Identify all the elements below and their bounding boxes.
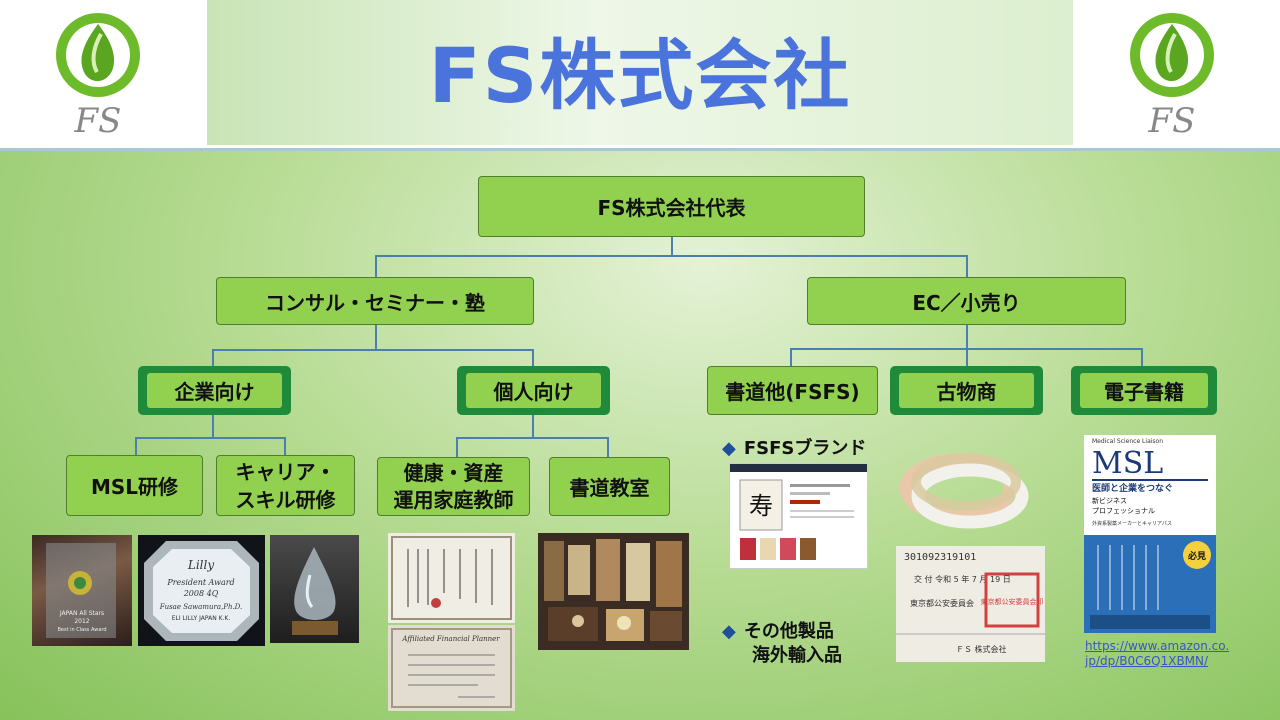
amazon-link-line2[interactable]: jp/dp/B0C6Q1XBMN/: [1085, 654, 1209, 668]
connector-line: [375, 255, 377, 277]
connector-line: [375, 325, 377, 350]
logo-text: FS: [74, 101, 122, 140]
svg-text:医師と企業をつなぐ: 医師と企業をつなぐ: [1092, 482, 1173, 494]
root-node: FS株式会社代表: [478, 176, 865, 237]
svg-text:301092319101: 301092319101: [904, 552, 976, 563]
connector-line: [212, 349, 534, 351]
ebooks-label: 電子書籍: [1080, 373, 1208, 408]
health-line1: 健康・資産: [403, 460, 504, 485]
connector-line: [212, 414, 214, 438]
corporate-label: 企業向け: [147, 373, 282, 408]
connector-line: [375, 255, 968, 257]
svg-text:Affiliated Financial Planner: Affiliated Financial Planner: [401, 635, 500, 643]
fs-logo-left: FS: [43, 10, 153, 141]
svg-text:ELI LILLY JAPAN K.K.: ELI LILLY JAPAN K.K.: [172, 615, 231, 622]
svg-text:ＦＳ 株式会社: ＦＳ 株式会社: [956, 644, 1007, 654]
company-title: FS株式会社: [428, 31, 852, 120]
connector-line: [790, 348, 792, 366]
header-divider: [0, 148, 1280, 151]
svg-text:2008 4Q: 2008 4Q: [183, 589, 219, 598]
amazon-link-line1[interactable]: https://www.amazon.co.: [1085, 639, 1230, 653]
ec-retail-node: EC／小売り: [807, 277, 1126, 325]
svg-text:Medical Science Liaison: Medical Science Liaison: [1092, 438, 1163, 445]
connector-line: [1141, 348, 1143, 366]
header: FS FS株式会社 FS: [0, 0, 1280, 148]
connector-line: [284, 437, 286, 455]
ebooks-node: 電子書籍: [1071, 366, 1217, 415]
connector-line: [966, 348, 968, 366]
svg-text:東京都公安委員会印: 東京都公安委員会印: [981, 597, 1044, 606]
connector-line: [532, 349, 534, 366]
svg-text:必見: 必見: [1187, 550, 1206, 562]
award-photo-crystal: [270, 535, 359, 643]
award-photo-allstars: JAPAN All Stars 2012 Best in Class Award: [32, 535, 132, 646]
svg-text:プロフェッショナル: プロフェッショナル: [1092, 507, 1155, 515]
award-photo-president: Lilly President Award 2008 4Q Fusae Sawa…: [138, 535, 265, 646]
svg-text:寿: 寿: [749, 492, 773, 520]
antique-dealer-license: 301092319101 交 付 令和 5 年 7 月 19 日 東京都公安委員…: [896, 546, 1045, 662]
connector-line: [532, 414, 534, 438]
svg-text:2012: 2012: [74, 618, 89, 625]
other-products-text: その他製品: [743, 621, 834, 642]
connector-line: [456, 437, 458, 457]
corporate-node: 企業向け: [138, 366, 291, 415]
fs-logo-right: FS: [1117, 10, 1227, 141]
title-band: FS株式会社: [207, 0, 1073, 145]
health-tutor-node: 健康・資産 運用家庭教師: [377, 457, 530, 516]
connector-line: [456, 437, 609, 439]
connector-line: [607, 437, 609, 457]
connector-line: [212, 349, 214, 366]
diamond-bullet-icon: ◆: [722, 621, 736, 642]
career-training-node: キャリア・ スキル研修: [216, 455, 355, 516]
svg-text:Best in Class Award: Best in Class Award: [57, 627, 106, 633]
connector-line: [671, 237, 673, 256]
rings-product-photo: [896, 440, 1036, 540]
calligraphy-node: 書道他(FSFS): [707, 366, 878, 415]
svg-text:東京都公安委員会: 東京都公安委員会: [910, 598, 974, 608]
health-line2: 運用家庭教師: [393, 487, 514, 512]
career-line1: キャリア・: [235, 459, 336, 484]
amazon-book-link[interactable]: https://www.amazon.co. jp/dp/B0C6Q1XBMN/: [1085, 639, 1229, 669]
individual-node: 個人向け: [457, 366, 610, 415]
svg-text:Fusae Sawamura,Ph.D.: Fusae Sawamura,Ph.D.: [159, 603, 243, 611]
calligraphy-classroom-photo: [538, 533, 689, 650]
career-line2: スキル研修: [235, 487, 336, 512]
svg-text:JAPAN All Stars: JAPAN All Stars: [59, 610, 104, 617]
certificate-photo: [388, 533, 515, 623]
fsfs-brand-label: ◆ FSFSブランド: [722, 437, 866, 461]
logo-text: FS: [1148, 101, 1196, 140]
other-products-label: ◆ その他製品 海外輸入品: [722, 620, 842, 668]
connector-line: [966, 325, 968, 349]
calligraphy-class-node: 書道教室: [549, 457, 670, 516]
antiques-node: 古物商: [890, 366, 1043, 415]
svg-text:MSL: MSL: [1092, 446, 1163, 481]
connector-line: [135, 437, 286, 439]
individual-label: 個人向け: [466, 373, 601, 408]
connector-line: [135, 437, 137, 455]
financial-planner-certificate: Affiliated Financial Planner: [388, 625, 515, 711]
svg-text:新ビジネス: 新ビジネス: [1092, 496, 1127, 505]
fsfs-product-screenshot: 寿: [729, 463, 868, 569]
consulting-node: コンサル・セミナー・塾: [216, 277, 534, 325]
svg-text:交 付 令和 5 年 7 月 19 日: 交 付 令和 5 年 7 月 19 日: [914, 574, 1011, 584]
imported-goods-text: 海外輸入品: [752, 645, 842, 666]
svg-text:外資系製薬メーカーとキャリアパス: 外資系製薬メーカーとキャリアパス: [1092, 520, 1172, 527]
connector-line: [966, 255, 968, 277]
msl-training-node: MSL研修: [66, 455, 203, 516]
antiques-label: 古物商: [899, 373, 1034, 408]
svg-text:Lilly: Lilly: [187, 558, 214, 572]
svg-text:President Award: President Award: [166, 578, 234, 587]
diamond-bullet-icon: ◆: [722, 438, 736, 459]
fsfs-brand-text: FSFSブランド: [743, 438, 867, 459]
msl-book-cover: Medical Science Liaison MSL 医師と企業をつなぐ 新ビ…: [1084, 435, 1216, 633]
